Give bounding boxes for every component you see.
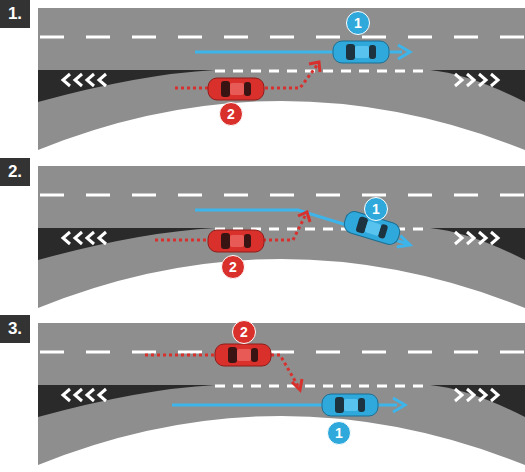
road-panel (38, 166, 525, 308)
red-car (215, 344, 271, 366)
callout-number: 2 (232, 320, 256, 344)
road-panel (38, 8, 525, 150)
callout-number: 1 (327, 421, 351, 445)
callout-number: 1 (364, 197, 388, 221)
red-car (208, 78, 264, 100)
red-car (208, 230, 264, 252)
step-number: 3. (0, 315, 30, 343)
step-number: 1. (0, 0, 30, 28)
callout-number: 1 (346, 11, 370, 35)
callout-number: 2 (221, 255, 245, 279)
callout-number: 2 (219, 102, 243, 126)
blue-car (322, 394, 378, 416)
road-panel (38, 323, 525, 465)
blue-car (333, 41, 389, 63)
step-number: 2. (0, 158, 30, 186)
